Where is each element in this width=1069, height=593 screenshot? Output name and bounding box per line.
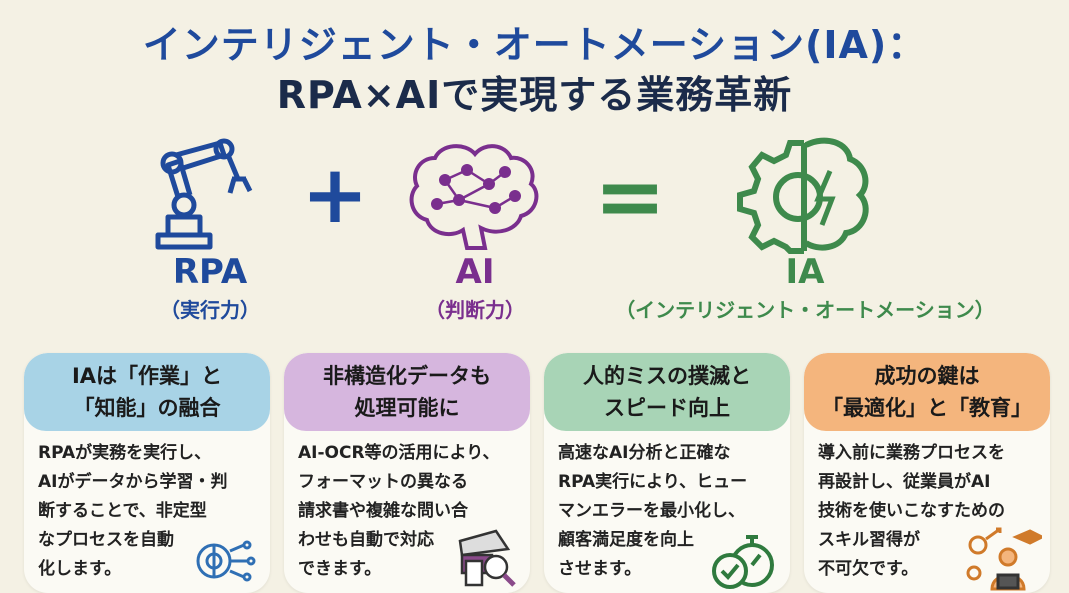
- scanner-magnifier-icon: [458, 529, 516, 587]
- card-body-line: 化します。: [38, 559, 122, 579]
- card-body-line: マンエラーを最小化し、: [558, 501, 745, 521]
- rpa-sublabel: （実行力）: [160, 298, 260, 322]
- card-body: 高速なAI分析と正確な RPA実行により、ヒュー マンエラーを最小化し、 顧客満…: [544, 431, 790, 584]
- card-title-line: 「最適化」と「教育」: [822, 396, 1032, 420]
- card-title-line: 非構造化データも: [323, 364, 491, 388]
- card-fusion: IAは「作業」と 「知能」の融合 RPAが実務を実行し、 AIがデータから学習・…: [24, 353, 270, 593]
- card-title-line: 成功の鍵は: [874, 364, 980, 388]
- card-body-line: できます。: [298, 559, 382, 579]
- card-body-line: AIがデータから学習・判: [38, 472, 228, 492]
- card-body-line: 請求書や複雑な問い合: [298, 501, 468, 521]
- card-body-line: RPA実行により、ヒュー: [558, 472, 748, 492]
- card-header: 人的ミスの撲滅と スピード向上: [544, 353, 790, 431]
- card-title-line: 「知能」の融合: [73, 396, 221, 420]
- card-body: AI-OCR等の活用により、 フォーマットの異なる 請求書や複雑な問い合 わせも…: [284, 431, 530, 584]
- card-body-line: 技術を使いこなすための: [818, 501, 1005, 521]
- ia-label: IA: [785, 252, 825, 292]
- brain-icon: [409, 144, 539, 250]
- title-line-1: インテリジェント・オートメーション(IA)：: [142, 23, 927, 67]
- card-body: 導入前に業務プロセスを 再設計し、従業員がAI 技術を使いこなすための スキル習…: [804, 431, 1050, 584]
- gear-brain-icon: [737, 137, 869, 254]
- card-title-line: スピード向上: [604, 396, 730, 420]
- card-error-speed: 人的ミスの撲滅と スピード向上 高速なAI分析と正確な RPA実行により、ヒュー…: [544, 353, 790, 593]
- card-title-line: 処理可能に: [354, 396, 460, 420]
- card-body-line: 断することで、非定型: [38, 501, 207, 521]
- card-unstructured-data: 非構造化データも 処理可能に AI-OCR等の活用により、 フォーマットの異なる…: [284, 353, 530, 593]
- card-body-line: わせも自動で対応: [298, 530, 434, 550]
- rpa-label: RPA: [172, 252, 248, 292]
- card-header: IAは「作業」と 「知能」の融合: [24, 353, 270, 431]
- card-body-line: RPAが実務を実行し、: [38, 443, 212, 463]
- card-body-line: させます。: [558, 559, 642, 579]
- card-header: 非構造化データも 処理可能に: [284, 353, 530, 431]
- equals-sign: =: [593, 147, 667, 247]
- card-body-line: 顧客満足度を向上: [558, 530, 694, 550]
- ai-label: AI: [455, 252, 495, 292]
- card-title-line: IAは「作業」と: [71, 364, 223, 388]
- robot-arm-icon: [155, 138, 253, 250]
- card-success-key: 成功の鍵は 「最適化」と「教育」 導入前に業務プロセスを 再設計し、従業員がAI…: [804, 353, 1050, 593]
- stopwatch-check-icon: [712, 535, 774, 589]
- plus-sign: +: [301, 148, 369, 241]
- card-body-line: スキル習得が: [818, 530, 920, 550]
- card-body-line: フォーマットの異なる: [298, 472, 468, 492]
- person-gears-graduation-icon: [966, 527, 1042, 591]
- ai-sublabel: （判断力）: [425, 298, 525, 322]
- card-title-line: 人的ミスの撲滅と: [583, 364, 751, 388]
- card-body-line: なプロセスを自動: [38, 530, 174, 550]
- card-body-line: 高速なAI分析と正確な: [558, 443, 731, 463]
- card-header: 成功の鍵は 「最適化」と「教育」: [804, 353, 1050, 431]
- card-body-line: AI-OCR等の活用により、: [298, 443, 500, 463]
- ia-sublabel: （インテリジェント・オートメーション）: [615, 298, 995, 322]
- card-body-line: 再設計し、従業員がAI: [818, 472, 991, 492]
- title-line-2: RPA×AIで実現する業務革新: [276, 73, 793, 117]
- card-body: RPAが実務を実行し、 AIがデータから学習・判 断することで、非定型 なプロセ…: [24, 431, 270, 584]
- card-body-line: 不可欠です。: [818, 559, 919, 579]
- card-body-line: 導入前に業務プロセスを: [818, 443, 1005, 463]
- gear-brain-circuit-icon: [196, 540, 256, 582]
